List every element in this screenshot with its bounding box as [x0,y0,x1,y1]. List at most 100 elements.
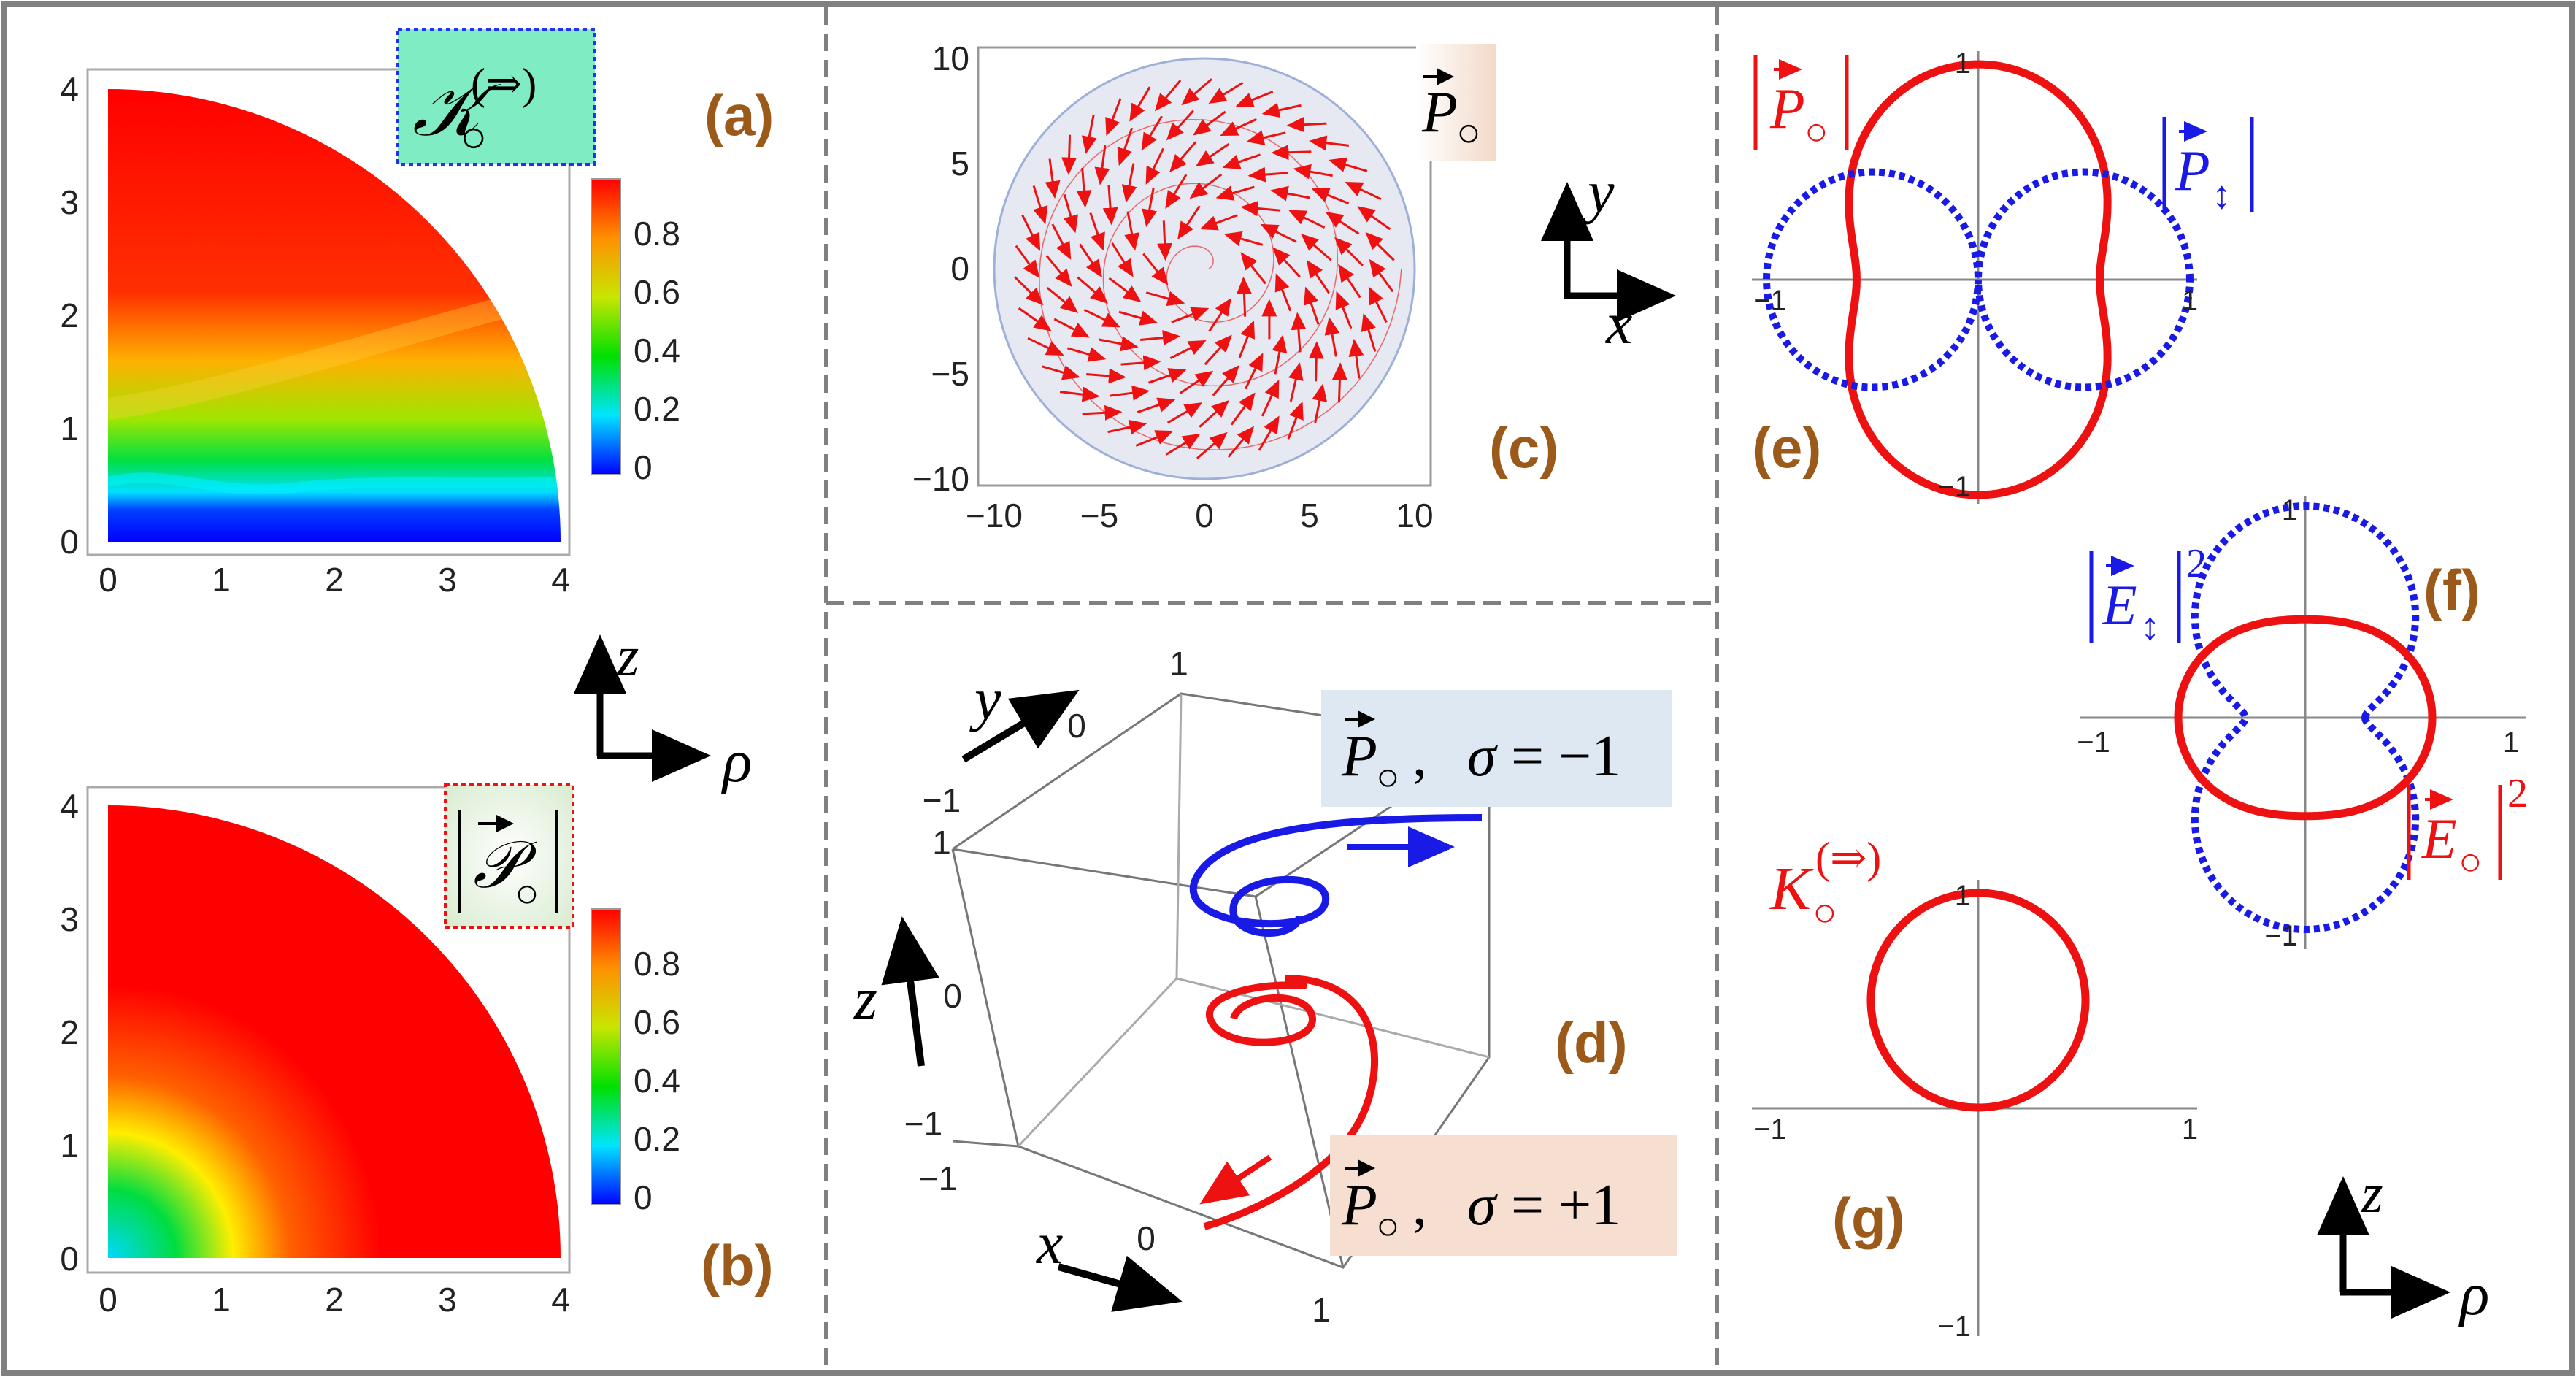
vector-arrow [1046,286,1079,313]
panel-e: 1 −1 −1 1 P ○ P ↕ (e) [1752,47,2254,504]
x-axis-label: x [1605,290,1632,356]
vector-arrow [1077,276,1108,304]
y-axis-label: y [1583,158,1615,225]
panel-a-label: (a) [704,83,774,147]
vector-arrow [1015,245,1040,279]
vector-arrow [1111,242,1134,277]
panel-f-tick: −1 [2077,726,2110,759]
vector-arrow [1118,310,1158,326]
panel-d-legend-blue: P ○ , σ = −1 [1321,690,1672,807]
vector-arrow [1166,110,1194,141]
panel-a-xtick: 3 [438,561,457,599]
vector-arrow [1053,318,1091,338]
vector-arrow [1061,134,1077,175]
vector-arrow [1308,341,1324,382]
panel-g-tick: 1 [1955,880,1971,912]
panel-f-label-red: E ○ 2 [2407,771,2528,883]
vector-arrow [1154,80,1182,112]
panel-b-legend-subscript: ○ [515,871,539,916]
panel-d-legend-red-subscript: ○ [1376,1204,1400,1248]
panel-c-yticks: −10 −5 0 5 10 [912,39,969,498]
panel-a-colorbar: 0 0.2 0.4 0.6 0.8 [591,178,680,486]
panel-d-legend-blue-sep: , [1412,724,1427,789]
panel-e-tick: −1 [1937,471,1971,503]
panel-d-legend-red-box [1330,1135,1677,1256]
panel-e-label-blue-symbol: P [2175,139,2210,202]
vector-arrow [1165,174,1188,210]
vector-arrow [1270,185,1310,202]
vector-arrow [1179,370,1214,394]
panel-a: 0 1 2 3 4 0 1 2 3 4 𝒦 (⇒) ○ (a) 0 0.2 0.… [60,28,774,599]
panel-c-ytick: 5 [950,145,969,183]
panel-f-label-blue: E ↕ 2 [2089,541,2207,648]
panel-f-red-curve [2174,615,2437,821]
panel-d-legend-blue-subscript: ○ [1376,755,1400,799]
panel-f: 1 −1 −1 1 E ↕ 2 E ○ 2 (f) [2077,494,2528,952]
colorbar-b-tick: 0.2 [634,1120,680,1158]
panel-d-z-axis-arrow [881,916,939,1067]
vector-arrow [1199,399,1230,428]
panel-a-yticks: 0 1 2 3 4 [60,70,79,561]
vector-arrow [1110,385,1150,401]
panel-c-legend: P ○ [1416,44,1496,161]
panel-d-legend-blue-box [1321,690,1672,807]
vector-arrow [1102,185,1118,226]
colorbar-a-tick: 0.2 [634,390,680,428]
panel-b-ytick: 0 [60,1240,79,1278]
panel-e-label-red-symbol: P [1769,77,1805,140]
vector-arrow [1121,163,1137,203]
colorbar-b-tick: 0 [634,1178,653,1216]
vector-arrow [1222,153,1261,169]
vector-arrow [1361,312,1377,352]
rho-z-axes-right: z ρ [2317,1163,2489,1328]
panel-e-label-blue-subscript: ↕ [2212,173,2231,217]
panel-d-legend-red-value: = +1 [1511,1173,1620,1238]
panel-d-tick: 0 [1137,1219,1156,1257]
vector-arrow [1079,243,1103,278]
panel-f-tick: −1 [2264,920,2298,952]
panel-d-tick: 1 [1312,1291,1331,1329]
panel-e-label: (e) [1752,415,1821,480]
panel-f-label-red-power: 2 [2507,771,2528,816]
panel-e-blue-curve [1762,168,2194,391]
panel-d-x-axis-arrow [1057,1255,1183,1312]
panel-c-xtick: 5 [1300,496,1319,534]
vector-arrow [1124,211,1139,251]
panel-d-red-helix [1203,975,1378,1230]
panel-a-legend: 𝒦 (⇒) ○ [396,28,596,166]
panel-g-legend: K (⇒) ○ [1769,834,1881,935]
vector-arrow [1142,253,1169,285]
panel-a-xtick: 4 [551,561,570,599]
vector-arrow [1157,220,1173,261]
vector-arrow [1051,223,1072,260]
vector-arrow [1145,147,1165,185]
vector-arrow [1208,297,1231,332]
panel-b: 0 1 2 3 4 0 1 2 3 4 𝒫 ○ (b) 0 0.2 0.4 0. [60,783,774,1319]
panel-a-xtick: 0 [99,561,118,599]
panel-f-label-blue-symbol: E [2102,573,2137,637]
vector-arrow [1240,201,1281,216]
panel-a-xtick: 1 [212,561,231,599]
panel-e-tick: −1 [1753,285,1787,317]
vector-arrow [1045,158,1061,199]
vector-arrow [1140,330,1180,346]
panel-g-label-subscript: ○ [1812,890,1837,935]
colorbar-a-tick: 0.6 [634,273,680,311]
panel-d-tick: 1 [932,824,951,862]
panel-b-yticks: 0 1 2 3 4 [60,787,79,1278]
panel-d-red-arrow [1199,1154,1272,1205]
vector-arrow [1325,211,1360,235]
panel-b-xtick: 4 [551,1281,570,1319]
panel-a-ytick: 4 [60,70,79,108]
panel-c-xtick: 10 [1396,496,1433,534]
panel-g-red-circle [1866,889,2090,1112]
panel-a-ytick: 2 [60,296,79,334]
vector-arrow [1369,258,1394,293]
vector-arrow [1357,206,1391,231]
panel-d-legend-blue-value: = −1 [1511,724,1620,789]
vector-arrow [1301,234,1332,261]
panel-b-xticks: 0 1 2 3 4 [99,1281,570,1319]
colorbar-b-tick: 0.8 [634,945,680,983]
colorbar-a-tick: 0.4 [634,331,680,369]
vector-arrow [1021,214,1041,251]
